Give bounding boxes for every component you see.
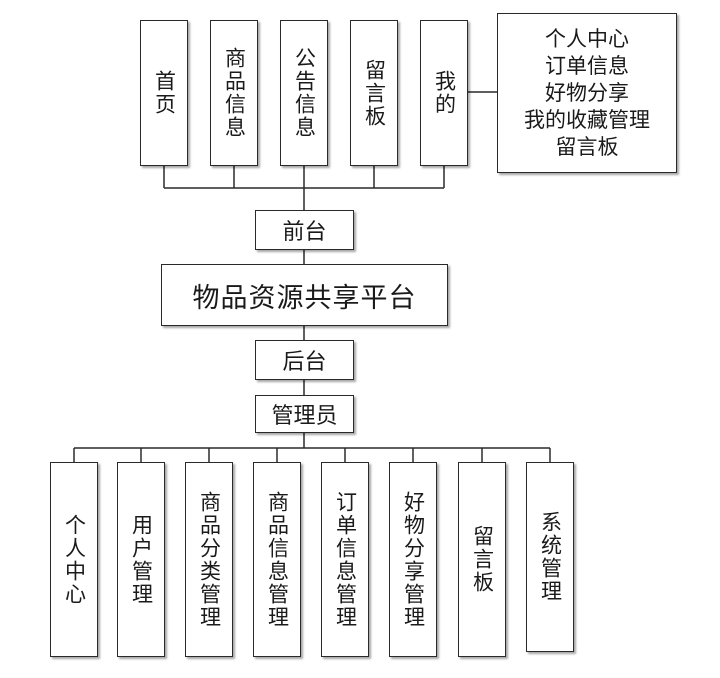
platform-title: 物品资源共享平台 xyxy=(192,282,417,314)
admin-module-system: 系统管理 xyxy=(526,462,574,652)
admin-module-label: 好物分享管理 xyxy=(401,490,426,629)
admin-module-messages: 留言板 xyxy=(458,462,506,657)
admin-module-label: 商品信息管理 xyxy=(265,490,290,629)
admin-module-categories: 商品分类管理 xyxy=(185,462,233,657)
front-module-notices: 公告信息 xyxy=(280,20,328,166)
my-submenu-item: 好物分享 xyxy=(545,80,629,105)
front-module-label: 留言板 xyxy=(362,58,387,128)
admin-module-products: 商品信息管理 xyxy=(253,462,301,657)
my-submenu-item: 订单信息 xyxy=(545,53,629,78)
my-submenu-box: 个人中心 订单信息 好物分享 我的收藏管理 留言板 xyxy=(497,13,677,173)
front-module-label: 公告信息 xyxy=(292,47,317,139)
admin-module-profile: 个人中心 xyxy=(50,462,98,657)
admin-module-orders: 订单信息管理 xyxy=(321,462,369,657)
front-module-label: 我的 xyxy=(432,70,457,116)
admin-module-label: 留言板 xyxy=(470,525,495,594)
admin-label-box: 管理员 xyxy=(255,395,354,433)
admin-module-label: 系统管理 xyxy=(538,511,563,603)
back-label-box: 后台 xyxy=(255,340,354,380)
front-label-box: 前台 xyxy=(255,210,354,250)
front-module-messages: 留言板 xyxy=(350,20,398,166)
my-submenu-item: 我的收藏管理 xyxy=(524,107,650,132)
admin-module-label: 个人中心 xyxy=(62,513,87,606)
admin-module-label: 订单信息管理 xyxy=(333,490,358,629)
admin-module-users: 用户管理 xyxy=(117,462,165,657)
my-submenu-item: 留言板 xyxy=(555,134,619,159)
platform-title-box: 物品资源共享平台 xyxy=(161,264,448,326)
admin-module-sharing: 好物分享管理 xyxy=(389,462,437,657)
front-module-products: 商品信息 xyxy=(210,20,258,166)
back-label: 后台 xyxy=(282,350,327,375)
front-module-label: 商品信息 xyxy=(222,47,247,139)
front-module-home: 首页 xyxy=(140,20,188,166)
front-module-label: 首页 xyxy=(152,70,177,116)
admin-module-label: 商品分类管理 xyxy=(197,490,222,629)
admin-module-label: 用户管理 xyxy=(129,513,154,606)
my-submenu-item: 个人中心 xyxy=(545,26,629,51)
front-module-mine: 我的 xyxy=(420,20,468,166)
admin-label: 管理员 xyxy=(271,404,338,429)
front-label: 前台 xyxy=(282,220,327,245)
